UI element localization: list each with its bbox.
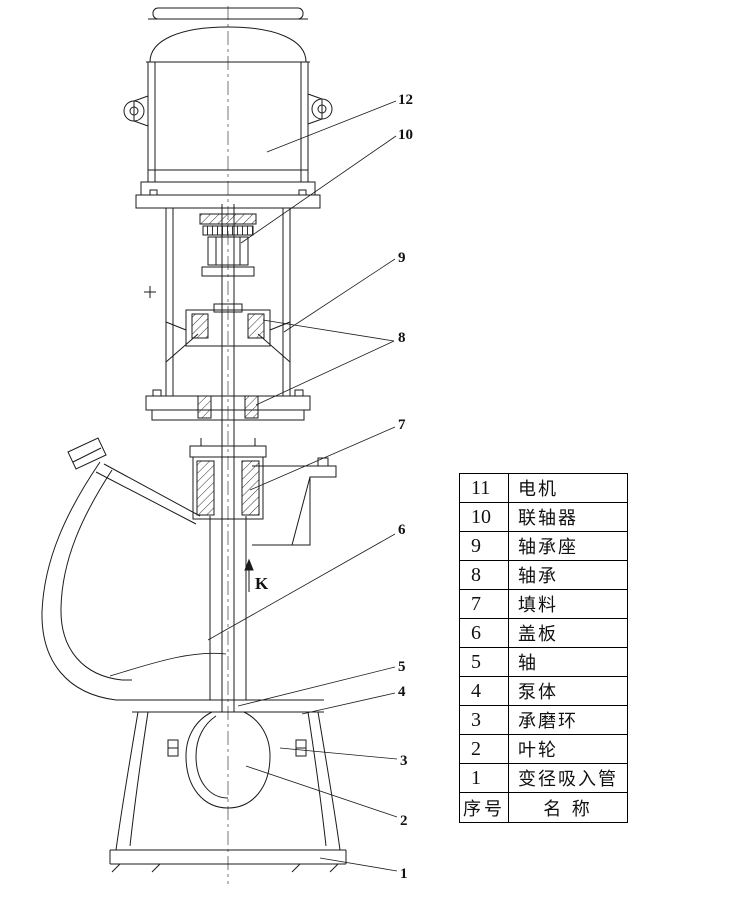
part-no: 1: [460, 764, 509, 793]
part-no: 5: [460, 648, 509, 677]
view-k-label: K: [255, 574, 269, 593]
part-name: 电机: [509, 474, 627, 503]
packing-drawing: [189, 438, 267, 520]
coupling-drawing: [199, 213, 257, 277]
callout-8: 8: [398, 330, 406, 346]
pump-casing-drawing: [41, 437, 337, 701]
part-name: 轴: [509, 648, 627, 677]
part-name: 盖板: [509, 619, 627, 648]
callout-7: 7: [398, 417, 406, 433]
callout-12: 12: [398, 92, 413, 108]
part-no: 11: [460, 474, 509, 503]
impeller-drawing: [185, 711, 271, 809]
callout-10: 10: [398, 127, 413, 143]
part-no: 2: [460, 735, 509, 764]
part-name: 叶轮: [509, 735, 627, 764]
callout-9: 9: [398, 250, 406, 266]
suction-bell-drawing: [109, 699, 347, 873]
lifting-lug-right: [307, 93, 323, 125]
callout-6: 6: [398, 522, 406, 538]
part-name: 变径吸入管: [509, 764, 627, 793]
lifting-lug-left: [133, 95, 149, 127]
part-no: 6: [460, 619, 509, 648]
part-name: 联轴器: [509, 503, 627, 532]
part-name: 填料: [509, 590, 627, 619]
callout-5: 5: [398, 659, 406, 675]
shaft-drawing: [221, 204, 235, 712]
part-no: 3: [460, 706, 509, 735]
motor-drawing: [123, 7, 333, 209]
callout-3: 3: [400, 753, 408, 769]
callout-1: 1: [400, 866, 408, 882]
part-name: 承磨环: [509, 706, 627, 735]
discharge-flange: [67, 437, 107, 470]
leader-lines: [207, 100, 398, 872]
callout-4: 4: [398, 684, 406, 700]
part-no: 4: [460, 677, 509, 706]
part-no: 7: [460, 590, 509, 619]
part-name: 轴承: [509, 561, 627, 590]
table-header-no: 序号: [460, 793, 509, 822]
view-k-arrow: [244, 558, 254, 592]
part-no: 10: [460, 503, 509, 532]
part-no: 9: [460, 532, 509, 561]
part-name: 轴承座: [509, 532, 627, 561]
callout-2: 2: [400, 813, 408, 829]
parts-table: 11 电机 10 联轴器 9 轴承座 8 轴承 7 填料 6 盖板 5 轴 4 …: [459, 473, 628, 823]
bearing-seat-drawing: [165, 303, 291, 419]
part-no: 8: [460, 561, 509, 590]
table-header-name: 名 称: [543, 798, 593, 819]
motor-stand-drawing: [144, 207, 311, 421]
part-name: 泵体: [509, 677, 627, 706]
